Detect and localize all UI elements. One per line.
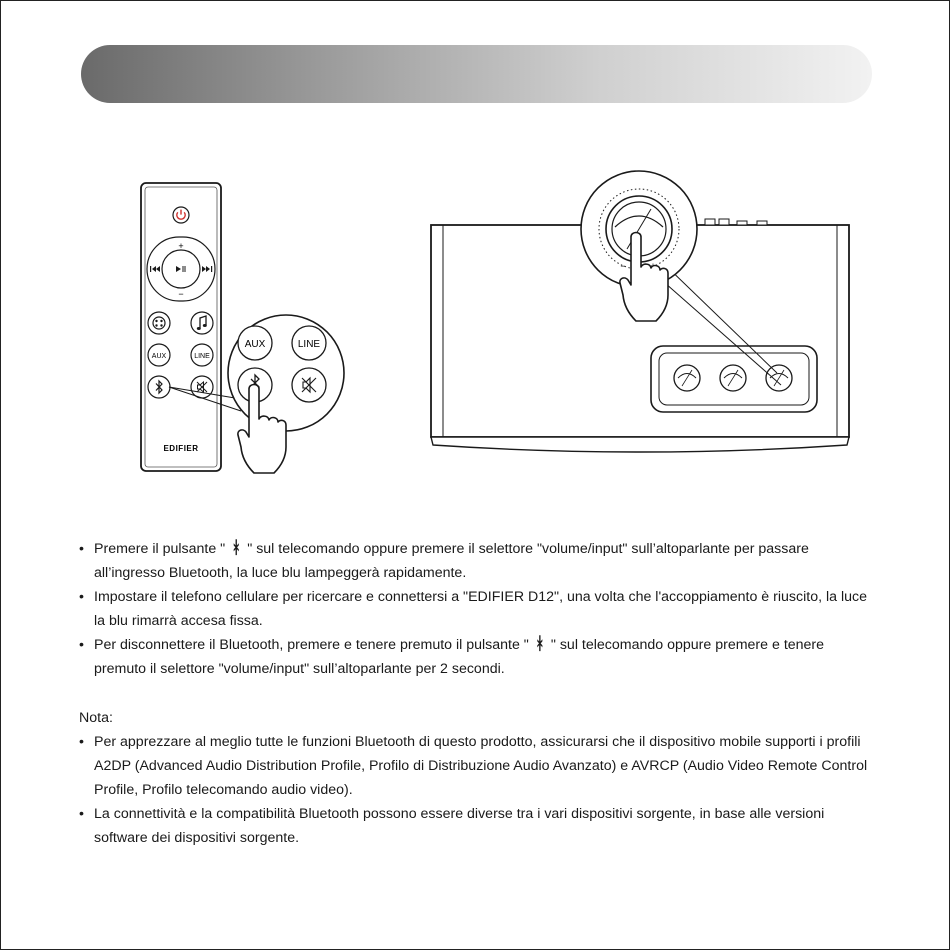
zoom-volume-knob[interactable]: [605, 195, 673, 263]
power-icon: [176, 209, 186, 220]
speaker-top-connectors: [704, 218, 768, 226]
zoom-mute-button[interactable]: [291, 367, 327, 403]
illustration: + −: [140, 170, 850, 474]
bluetooth-icon: ᚼ: [231, 538, 242, 558]
remote-mute-button[interactable]: [190, 375, 214, 399]
zoom-aux-label: AUX: [245, 339, 266, 350]
remote-aux-label: AUX: [152, 353, 167, 360]
note-title: Nota:: [79, 710, 113, 726]
remote-music-button[interactable]: [190, 311, 214, 335]
zoom-aux-button[interactable]: AUX: [237, 325, 273, 361]
music-note-icon: [196, 315, 207, 330]
sound-effect-icon: [152, 316, 166, 330]
volume-up-sign[interactable]: +: [178, 241, 183, 251]
remote-zoom-callout: AUX LINE: [168, 314, 345, 474]
remote-navigation-pad[interactable]: + −: [146, 236, 216, 302]
next-track-icon[interactable]: [202, 266, 213, 272]
section-banner: [81, 45, 872, 103]
note-bullet-2: La connettività e la compatibilità Bluet…: [79, 802, 879, 850]
remote-line-button[interactable]: LINE: [190, 343, 214, 367]
note-bullet-1: Per apprezzare al meglio tutte le funzio…: [79, 730, 879, 802]
zoom-line-label: LINE: [298, 339, 321, 350]
remote-line-label: LINE: [194, 353, 210, 360]
instruction-bullet-1: Premere il pulsante "ᚼ" sul telecomando …: [79, 537, 879, 585]
knob-zoom-callout: − +: [580, 170, 782, 386]
speaker-control-panel: [650, 345, 818, 413]
previous-track-icon[interactable]: [150, 266, 160, 272]
bluetooth-icon: [155, 379, 163, 395]
remote-brand-logo: EDIFIER: [163, 444, 198, 453]
knob-minus-sign: −: [620, 261, 625, 271]
remote-control: + −: [140, 182, 222, 472]
zoom-line-button[interactable]: LINE: [291, 325, 327, 361]
zoom-mute-icon: [301, 376, 317, 394]
instruction-bullet-3: Per disconnettere il Bluetooth, premere …: [79, 633, 879, 681]
treble-knob[interactable]: [719, 364, 747, 392]
bluetooth-icon: ᚼ: [534, 634, 545, 654]
volume-down-sign[interactable]: −: [178, 289, 183, 299]
remote-aux-button[interactable]: AUX: [147, 343, 171, 367]
mute-icon: [196, 380, 208, 394]
instructions-text: Premere il pulsante "ᚼ" sul telecomando …: [79, 537, 879, 850]
play-pause-icon[interactable]: [176, 266, 186, 272]
volume-input-knob[interactable]: [765, 364, 793, 392]
remote-power-button[interactable]: [172, 206, 190, 224]
instruction-bullet-2: Impostare il telefono cellulare per rice…: [79, 585, 879, 633]
bass-knob[interactable]: [673, 364, 701, 392]
speaker-unit: [430, 218, 850, 453]
remote-bluetooth-button[interactable]: [147, 375, 171, 399]
remote-sound-effect-button[interactable]: [147, 311, 171, 335]
